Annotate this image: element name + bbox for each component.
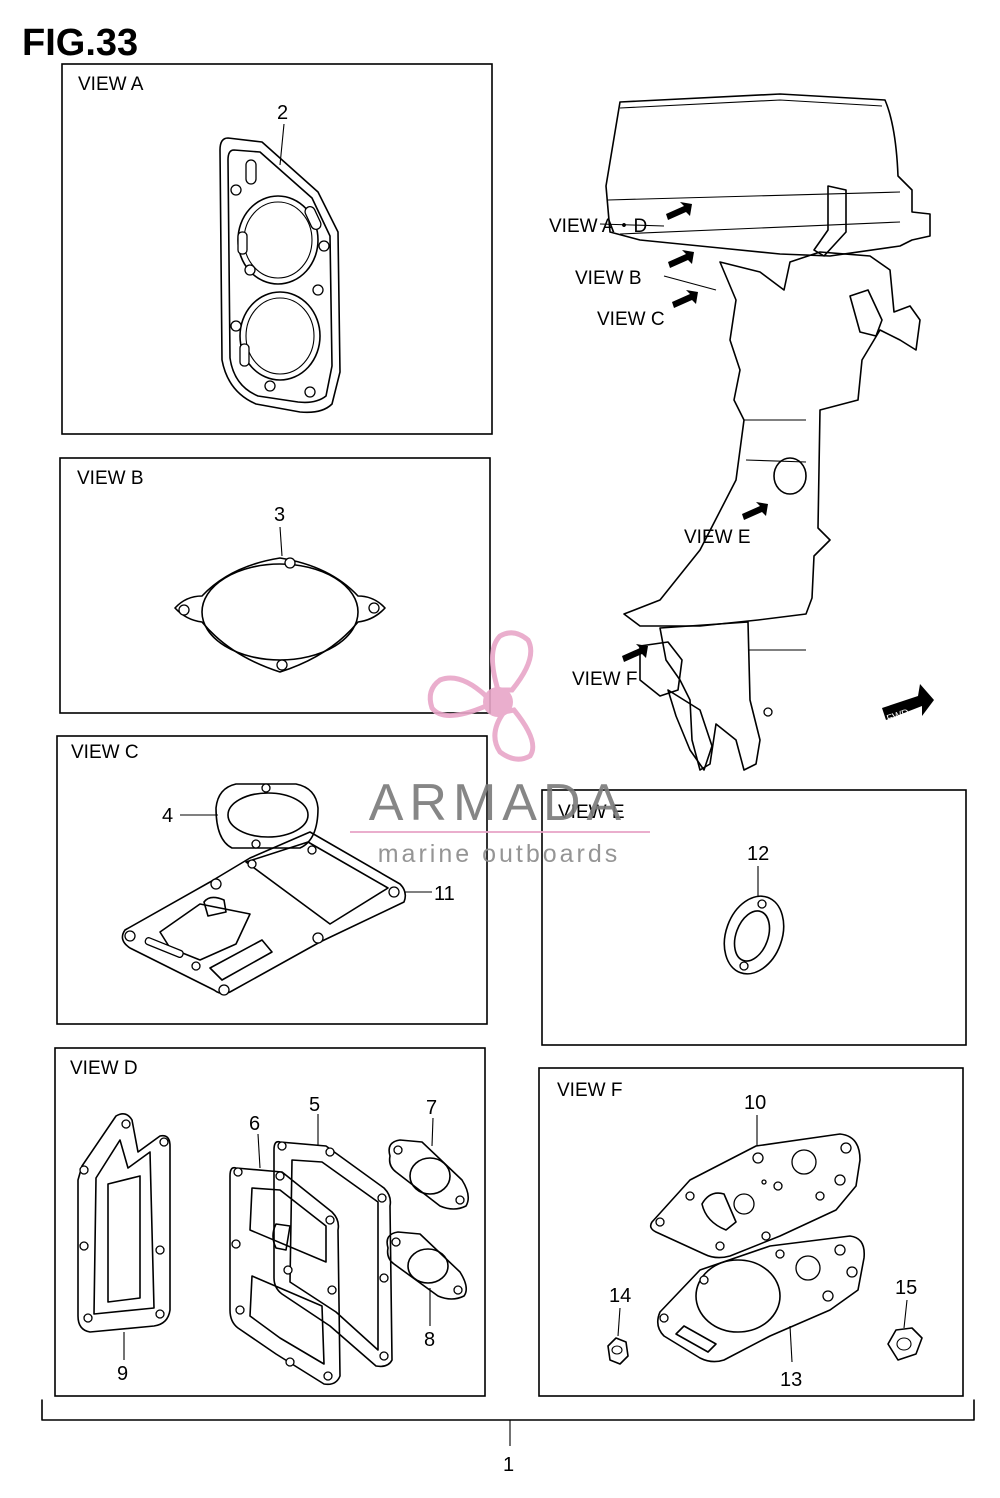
view-c-panel: VIEW C 4 11 xyxy=(56,735,488,1025)
part-number-8: 8 xyxy=(424,1329,435,1351)
view-ad-arrow-icon xyxy=(666,202,692,220)
part-number-2: 2 xyxy=(277,102,288,124)
cylinder-head-gasket xyxy=(219,137,341,414)
part-number-15: 15 xyxy=(895,1277,917,1299)
view-a-label: VIEW A xyxy=(78,74,144,95)
pump-case-gasket-13 xyxy=(656,1235,866,1363)
view-f-label: VIEW F xyxy=(557,1080,622,1101)
long-gasket-9 xyxy=(77,1112,171,1333)
pump-plate-gasket-10 xyxy=(649,1133,861,1259)
exhaust-cover-gasket xyxy=(121,831,407,996)
engine-label-view-e: VIEW E xyxy=(684,527,751,548)
part-number-13: 13 xyxy=(780,1369,802,1391)
nut-15 xyxy=(887,1327,923,1361)
engine-label-view-b: VIEW B xyxy=(575,268,642,289)
part-number-9: 9 xyxy=(117,1363,128,1385)
view-c-label: VIEW C xyxy=(71,742,139,763)
carburetor-gasket-5 xyxy=(273,1140,393,1368)
view-e-label: VIEW E xyxy=(558,802,625,823)
watermark-brand: ARMADA xyxy=(369,774,627,832)
view-e-panel: VIEW E 12 xyxy=(541,789,967,1046)
part-number-7: 7 xyxy=(426,1097,437,1119)
cover-gasket xyxy=(174,557,386,673)
part-number-4: 4 xyxy=(162,805,173,827)
engine-label-view-f: VIEW F xyxy=(572,669,637,690)
view-a-panel: VIEW A 2 xyxy=(61,63,493,435)
engine-label-view-ad: VIEW A・D xyxy=(549,216,647,237)
part-number-11: 11 xyxy=(434,883,455,905)
washer-14 xyxy=(607,1337,629,1365)
flange-gasket-8 xyxy=(386,1231,468,1300)
engine-label-view-c: VIEW C xyxy=(597,309,665,330)
view-f-panel: VIEW F 10 xyxy=(538,1067,964,1397)
ring-gasket-12 xyxy=(723,895,785,975)
view-d-panel: VIEW D 9 5 xyxy=(54,1047,486,1397)
fwd-arrow-icon: FWD xyxy=(882,684,934,725)
intake-gasket-6 xyxy=(229,1166,341,1386)
view-f-arrow-icon xyxy=(622,644,648,662)
figure-title: FIG.33 xyxy=(22,22,138,64)
part-number-3: 3 xyxy=(274,504,285,526)
view-c-arrow-icon xyxy=(672,290,698,308)
view-b-panel: VIEW B 3 xyxy=(59,457,491,714)
outboard-engine-illustration: FWD VIEW A・D VIEW B VIEW C VIEW E VIEW F xyxy=(549,93,934,771)
part-number-5: 5 xyxy=(309,1094,320,1116)
part-number-6: 6 xyxy=(249,1113,260,1135)
propeller-logo-icon xyxy=(427,630,536,762)
part-number-1: 1 xyxy=(503,1454,514,1476)
view-d-label: VIEW D xyxy=(70,1058,138,1079)
part-number-12: 12 xyxy=(747,843,769,865)
view-e-arrow-icon xyxy=(742,502,768,520)
view-b-label: VIEW B xyxy=(77,468,144,489)
kit-bracket: 1 xyxy=(41,1399,975,1476)
flange-gasket-7 xyxy=(388,1139,470,1210)
small-flange-gasket xyxy=(215,783,319,849)
part-number-14: 14 xyxy=(609,1285,631,1307)
part-number-10: 10 xyxy=(744,1092,766,1114)
view-b-arrow-icon xyxy=(668,250,694,268)
brand-watermark: ARMADA marine outboards xyxy=(350,630,650,868)
watermark-tagline: marine outboards xyxy=(378,840,621,868)
